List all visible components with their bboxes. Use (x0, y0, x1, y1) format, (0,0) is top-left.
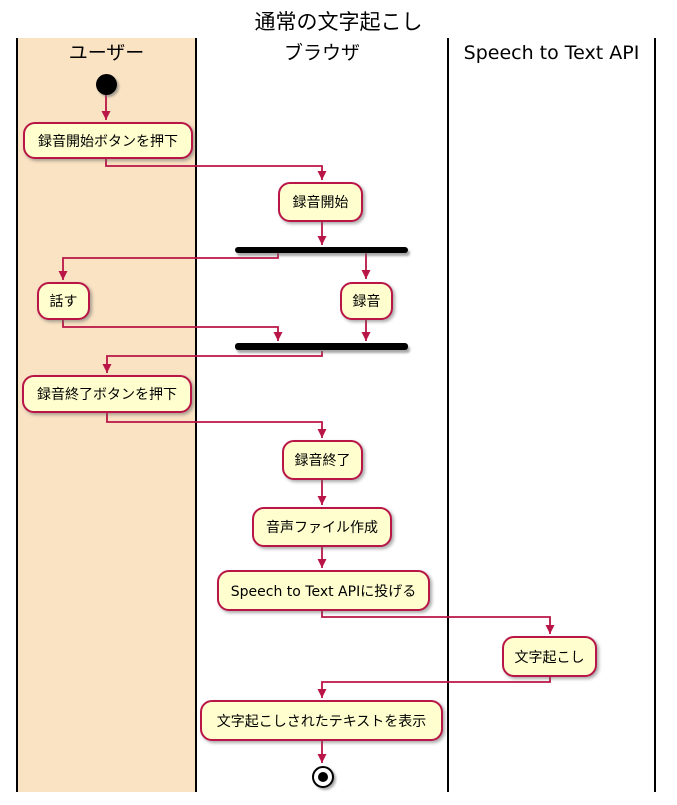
lane-header-browser: ブラウザ (283, 42, 360, 64)
fork-bar (235, 247, 408, 253)
activity-record: 録音 (340, 282, 393, 320)
activity-show-text: 文字起こしされたテキストを表示 (200, 700, 443, 741)
lane-header-user: ユーザー (68, 42, 145, 64)
end-node (312, 766, 334, 788)
activity-press-start: 録音開始ボタンを押下 (23, 122, 193, 159)
activity-make-file: 音声ファイル作成 (252, 507, 392, 547)
start-node (96, 74, 117, 95)
end-node-dot (318, 772, 328, 782)
edge-press-stop-to-rec-stop (106, 413, 327, 438)
edge-send-api-to-transcribe (321, 611, 555, 634)
edge-join-to-press-stop (102, 351, 323, 373)
lane-header-api: Speech to Text API (463, 42, 640, 64)
edge-fork-to-speak (58, 253, 279, 280)
diagram-title: 通常の文字起こし (254, 10, 423, 34)
activity-press-stop: 録音終了ボタンを押下 (22, 375, 192, 413)
edge-transcribe-to-show-text (317, 677, 551, 698)
activity-rec-stop: 録音終了 (282, 440, 363, 480)
edge-press-start-to-rec-start (105, 159, 327, 180)
activity-transcribe: 文字起こし (502, 636, 597, 677)
activity-speak: 話す (37, 282, 90, 320)
activity-rec-start: 録音開始 (278, 182, 363, 222)
activity-send-api: Speech to Text APIに投げる (217, 570, 430, 611)
edge-speak-to-join (62, 320, 283, 341)
lane-browser (197, 38, 447, 792)
join-bar (235, 343, 408, 350)
